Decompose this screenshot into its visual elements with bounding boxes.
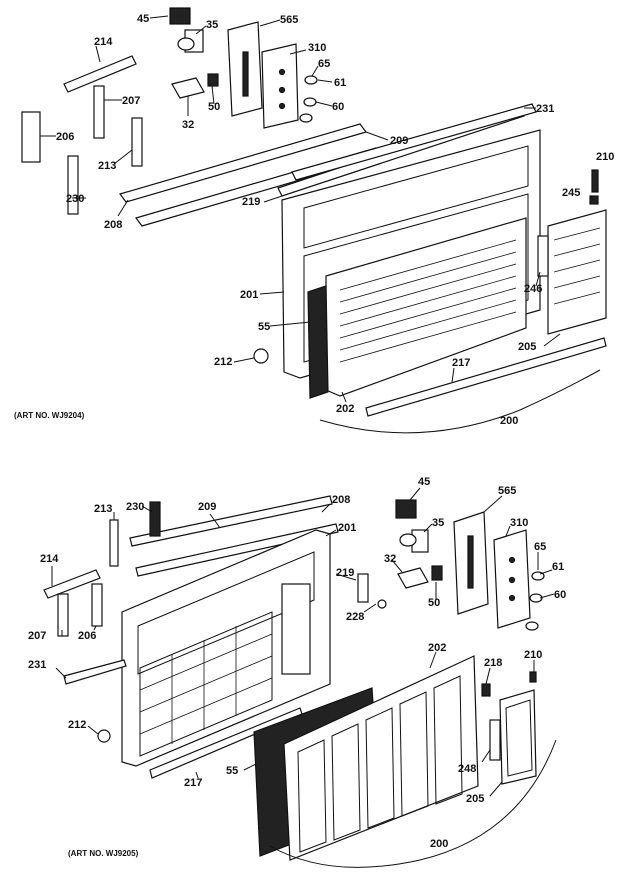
rod-230: [67, 155, 79, 215]
label-35: 35: [206, 19, 218, 31]
selector-switch-b: [397, 567, 429, 589]
label-50: 50: [208, 101, 220, 113]
label-212: 212: [214, 356, 232, 368]
handle-248: [489, 719, 501, 761]
filter-55: [307, 285, 329, 399]
label-230-b: 230: [126, 501, 144, 513]
diagram-wj9204: 45 35 565 214 310 65 61 207 32 50 60 231…: [14, 7, 614, 434]
bracket-206-b: [91, 583, 103, 627]
bracket-207: [93, 85, 105, 139]
strip-231: [291, 103, 537, 181]
label-61: 61: [334, 77, 346, 89]
label-217: 217: [452, 357, 470, 369]
label-213-b: 213: [94, 503, 112, 515]
label-35-b: 35: [432, 517, 444, 529]
door-205: [547, 209, 607, 335]
rail-208: [135, 523, 339, 577]
label-205: 205: [518, 341, 536, 353]
label-202: 202: [336, 403, 354, 415]
relay-part-b: [395, 499, 417, 519]
rod-230-b: [149, 501, 161, 537]
label-214: 214: [94, 36, 113, 48]
label-65: 65: [318, 58, 330, 70]
rod-213: [131, 117, 143, 167]
bracket-214: [63, 55, 137, 93]
cabinet-201-b: [121, 529, 331, 767]
label-201-b: 201: [338, 522, 356, 534]
label-61-b: 61: [552, 561, 564, 573]
label-209-b: 209: [198, 501, 216, 513]
rod-213-b: [109, 519, 119, 567]
label-245: 245: [562, 187, 580, 199]
label-565-b: 565: [498, 485, 516, 497]
label-310-b: 310: [510, 517, 528, 529]
label-65-b: 65: [534, 541, 546, 553]
label-32: 32: [182, 119, 194, 131]
art-no-bottom: (ART NO. WJ9205): [68, 849, 139, 858]
label-213: 213: [98, 160, 116, 172]
label-60-b: 60: [554, 589, 566, 601]
label-212-b: 212: [68, 719, 86, 731]
label-248: 248: [458, 763, 476, 775]
label-219-b: 219: [336, 567, 354, 579]
knob-212: [253, 348, 269, 364]
control-panel: [261, 43, 299, 129]
label-207: 207: [122, 95, 140, 107]
label-55: 55: [258, 321, 270, 333]
label-208-b: 208: [332, 494, 350, 506]
label-200-bottom: 200: [430, 838, 448, 850]
front-grille-202-b: [283, 655, 479, 861]
label-231: 231: [536, 103, 554, 115]
bracket-206: [21, 111, 41, 163]
strip-231-b: [63, 659, 127, 685]
art-no-top: (ART NO. WJ9204): [14, 411, 85, 420]
strip-217: [365, 337, 607, 417]
label-231-b: 231: [28, 659, 46, 671]
label-228: 228: [346, 611, 364, 623]
label-45: 45: [137, 13, 149, 25]
label-209: 209: [390, 135, 408, 147]
diagram-wj9205: 45 565 230 213 209 208 201 35 310 65 219…: [28, 476, 566, 868]
label-207-b: 207: [28, 630, 46, 642]
bracket-207-b: [57, 593, 69, 637]
relay-part: [169, 7, 191, 25]
label-200-top: 200: [500, 415, 518, 427]
label-50-b: 50: [428, 597, 440, 609]
label-219: 219: [242, 196, 260, 208]
label-218: 218: [484, 657, 502, 669]
label-208: 208: [104, 219, 122, 231]
selector-switch: [171, 77, 205, 99]
label-55-b: 55: [226, 765, 238, 777]
label-206-b: 206: [78, 630, 96, 642]
bracket-214-b: [43, 569, 101, 599]
door-205-b: [499, 689, 537, 785]
label-214-b: 214: [40, 553, 59, 565]
label-565: 565: [280, 14, 298, 26]
label-210: 210: [596, 151, 614, 163]
label-32-b: 32: [384, 553, 396, 565]
label-205-b: 205: [466, 793, 484, 805]
knob-212-b: [97, 729, 111, 743]
label-60: 60: [332, 101, 344, 113]
label-246: 246: [524, 283, 542, 295]
handle-246: [537, 235, 549, 277]
label-202-b: 202: [428, 642, 446, 654]
label-206: 206: [56, 131, 74, 143]
label-45-b: 45: [418, 476, 430, 488]
rail-209: [129, 495, 333, 547]
label-201: 201: [240, 289, 258, 301]
label-310: 310: [308, 42, 326, 54]
label-210-b: 210: [524, 649, 542, 661]
label-230: 230: [66, 193, 84, 205]
label-217-b: 217: [184, 777, 202, 789]
